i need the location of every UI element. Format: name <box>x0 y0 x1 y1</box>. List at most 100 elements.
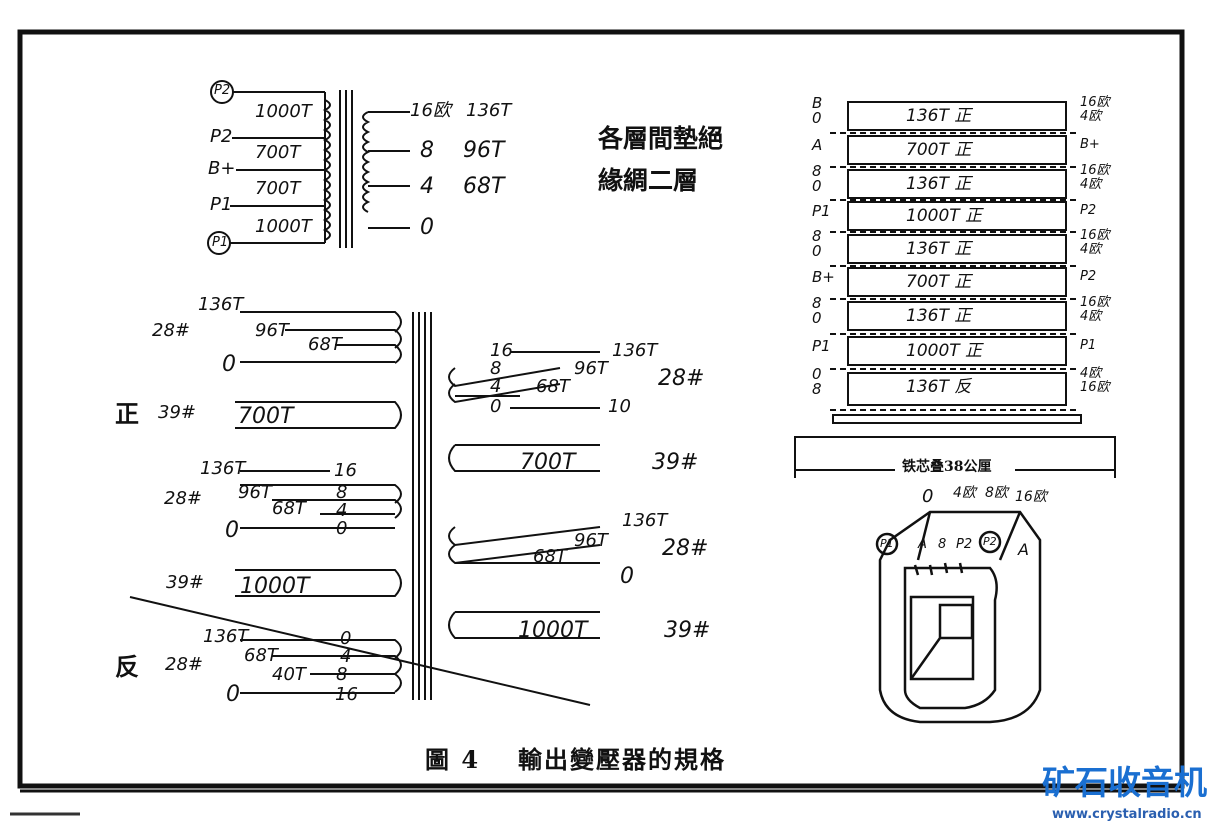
stack-row-text: 136T 正 <box>906 239 972 259</box>
stack-row-text: 136T 正 <box>906 174 972 194</box>
p2-tap-label: P2 <box>210 126 233 147</box>
m1-t136: 136T <box>612 340 658 361</box>
stack-row-right-label: 4欧 <box>1080 242 1102 257</box>
stack-row-right-label: 4欧 <box>1080 109 1102 124</box>
bobbin-tap-16: 16欧 <box>1015 489 1047 505</box>
l3-t96: 96T <box>238 482 272 503</box>
sec-tap-0: 0 <box>420 215 434 240</box>
sec-tap-16: 16欧 <box>410 100 451 121</box>
l4-wire: 39# <box>166 572 204 593</box>
primary-winding-1: 1000T <box>255 101 312 122</box>
stack-row-left-label: 8 <box>812 162 822 180</box>
stack-row-right-label: 16欧 <box>1080 380 1110 395</box>
bobbin-lead-p2-circle: P2 <box>983 535 997 548</box>
stack-row-text: 1000T 正 <box>906 206 983 226</box>
l5-tap8: 8 <box>336 664 348 685</box>
l1-wire: 28# <box>152 320 190 341</box>
stack-row-text: 136T 反 <box>906 377 972 397</box>
m2-turns: 700T <box>520 450 576 475</box>
insulation-note-1: 各層間墊絕 <box>598 124 724 153</box>
m1-tap0: 0 <box>490 396 502 417</box>
stack-row-left-label: 8 <box>812 380 822 398</box>
stack-row-right-label: 16欧 <box>1080 95 1110 110</box>
l5-zero: 0 <box>226 682 240 707</box>
m3-wire: 28# <box>662 536 709 561</box>
m1-tap8: 8 <box>490 358 502 379</box>
l3-t68: 68T <box>272 498 306 519</box>
schematic-primary <box>207 80 410 255</box>
primary-winding-3: 700T <box>255 178 301 199</box>
l2-turns: 700T <box>238 404 294 429</box>
page-border <box>17 29 1185 789</box>
bobbin-lead-a-right: A <box>1018 540 1029 559</box>
figure-number: 圖 4 <box>425 745 481 774</box>
stack-row-text: 700T 正 <box>906 272 972 292</box>
l3-tap8: 8 <box>336 482 348 503</box>
l2-wire: 39# <box>158 402 196 423</box>
stack-row-left-label: P1 <box>812 202 831 220</box>
stack-row-right-label: B+ <box>1080 137 1100 152</box>
watermark-logo: 矿石收音机 <box>1042 763 1207 802</box>
l3-tap16: 16 <box>334 460 357 481</box>
bobbin-tap-4: 4欧 <box>953 485 976 501</box>
m3-zero: 0 <box>620 564 634 589</box>
m1-t68: 68T <box>536 376 570 397</box>
stack-row-right-label: 16欧 <box>1080 295 1110 310</box>
sec-tap-4: 4 <box>420 174 434 199</box>
m1-wire: 28# <box>658 366 705 391</box>
stack-row-right-label: 4欧 <box>1080 177 1102 192</box>
center-core <box>412 312 432 700</box>
m1-t10: 10 <box>608 396 631 417</box>
bobbin-lead-a: A <box>918 537 927 552</box>
stack-row-text: 136T 正 <box>906 306 972 326</box>
stack-row-left-label: P1 <box>812 337 831 355</box>
stack-row-left-label: 0 <box>812 177 822 195</box>
sec-tap-8: 8 <box>420 138 434 163</box>
stack-row-right-label: 16欧 <box>1080 163 1110 178</box>
m4-wire: 39# <box>664 618 711 643</box>
l3-wire: 28# <box>164 488 202 509</box>
sec-turns-136: 136T <box>466 100 512 121</box>
l1-t96: 96T <box>255 320 289 341</box>
primary-winding-2: 700T <box>255 142 301 163</box>
sec-turns-96: 96T <box>463 138 505 163</box>
stack-row-left-label: B+ <box>812 268 835 286</box>
stack-row-right-label: 16欧 <box>1080 228 1110 243</box>
m3-t96: 96T <box>574 530 608 551</box>
stack-row-left-label: 0 <box>812 365 822 383</box>
l5-t68: 68T <box>244 645 278 666</box>
stack-row-left-label: 0 <box>812 109 822 127</box>
stack-row-right-label: 4欧 <box>1080 309 1102 324</box>
stack-row-left-label: 0 <box>812 242 822 260</box>
p1-circle-label: P1 <box>212 235 229 250</box>
l3-tap0: 0 <box>336 518 348 539</box>
m4-turns: 1000T <box>518 618 588 643</box>
l5-tap16: 16 <box>335 684 358 705</box>
p1-tap-label: P1 <box>210 194 233 215</box>
bobbin-lead-8: 8 <box>938 537 947 552</box>
l5-tap4: 4 <box>340 646 352 667</box>
l5-tap0: 0 <box>340 628 352 649</box>
l1-t136: 136T <box>198 294 244 315</box>
stack-row-left-label: 0 <box>812 309 822 327</box>
l3-tap4: 4 <box>336 500 348 521</box>
bobbin-lead-p1: P1 <box>880 537 894 550</box>
figure-caption: 輸出變壓器的規格 <box>518 745 726 774</box>
mid-layer-lines <box>448 351 601 639</box>
stack-row-text: 700T 正 <box>906 140 972 160</box>
l1-zero: 0 <box>222 352 236 377</box>
l5-t136: 136T <box>203 626 249 647</box>
left-layer-lines <box>129 311 591 706</box>
core-label: 铁芯叠38公厘 <box>898 460 996 474</box>
stack-row-right-label: P1 <box>1080 338 1097 353</box>
stack-row-right-label: P2 <box>1080 269 1097 284</box>
label-fan: 反 <box>115 652 139 681</box>
insulation-note-2: 緣綢二層 <box>598 166 699 195</box>
stack-row-left-label: 8 <box>812 227 822 245</box>
m1-t96: 96T <box>574 358 608 379</box>
b-plus-label: B+ <box>208 158 236 179</box>
core-bracket <box>794 436 1116 478</box>
stack-row-text: 1000T 正 <box>906 341 983 361</box>
stack-row-left-label: 8 <box>812 294 822 312</box>
